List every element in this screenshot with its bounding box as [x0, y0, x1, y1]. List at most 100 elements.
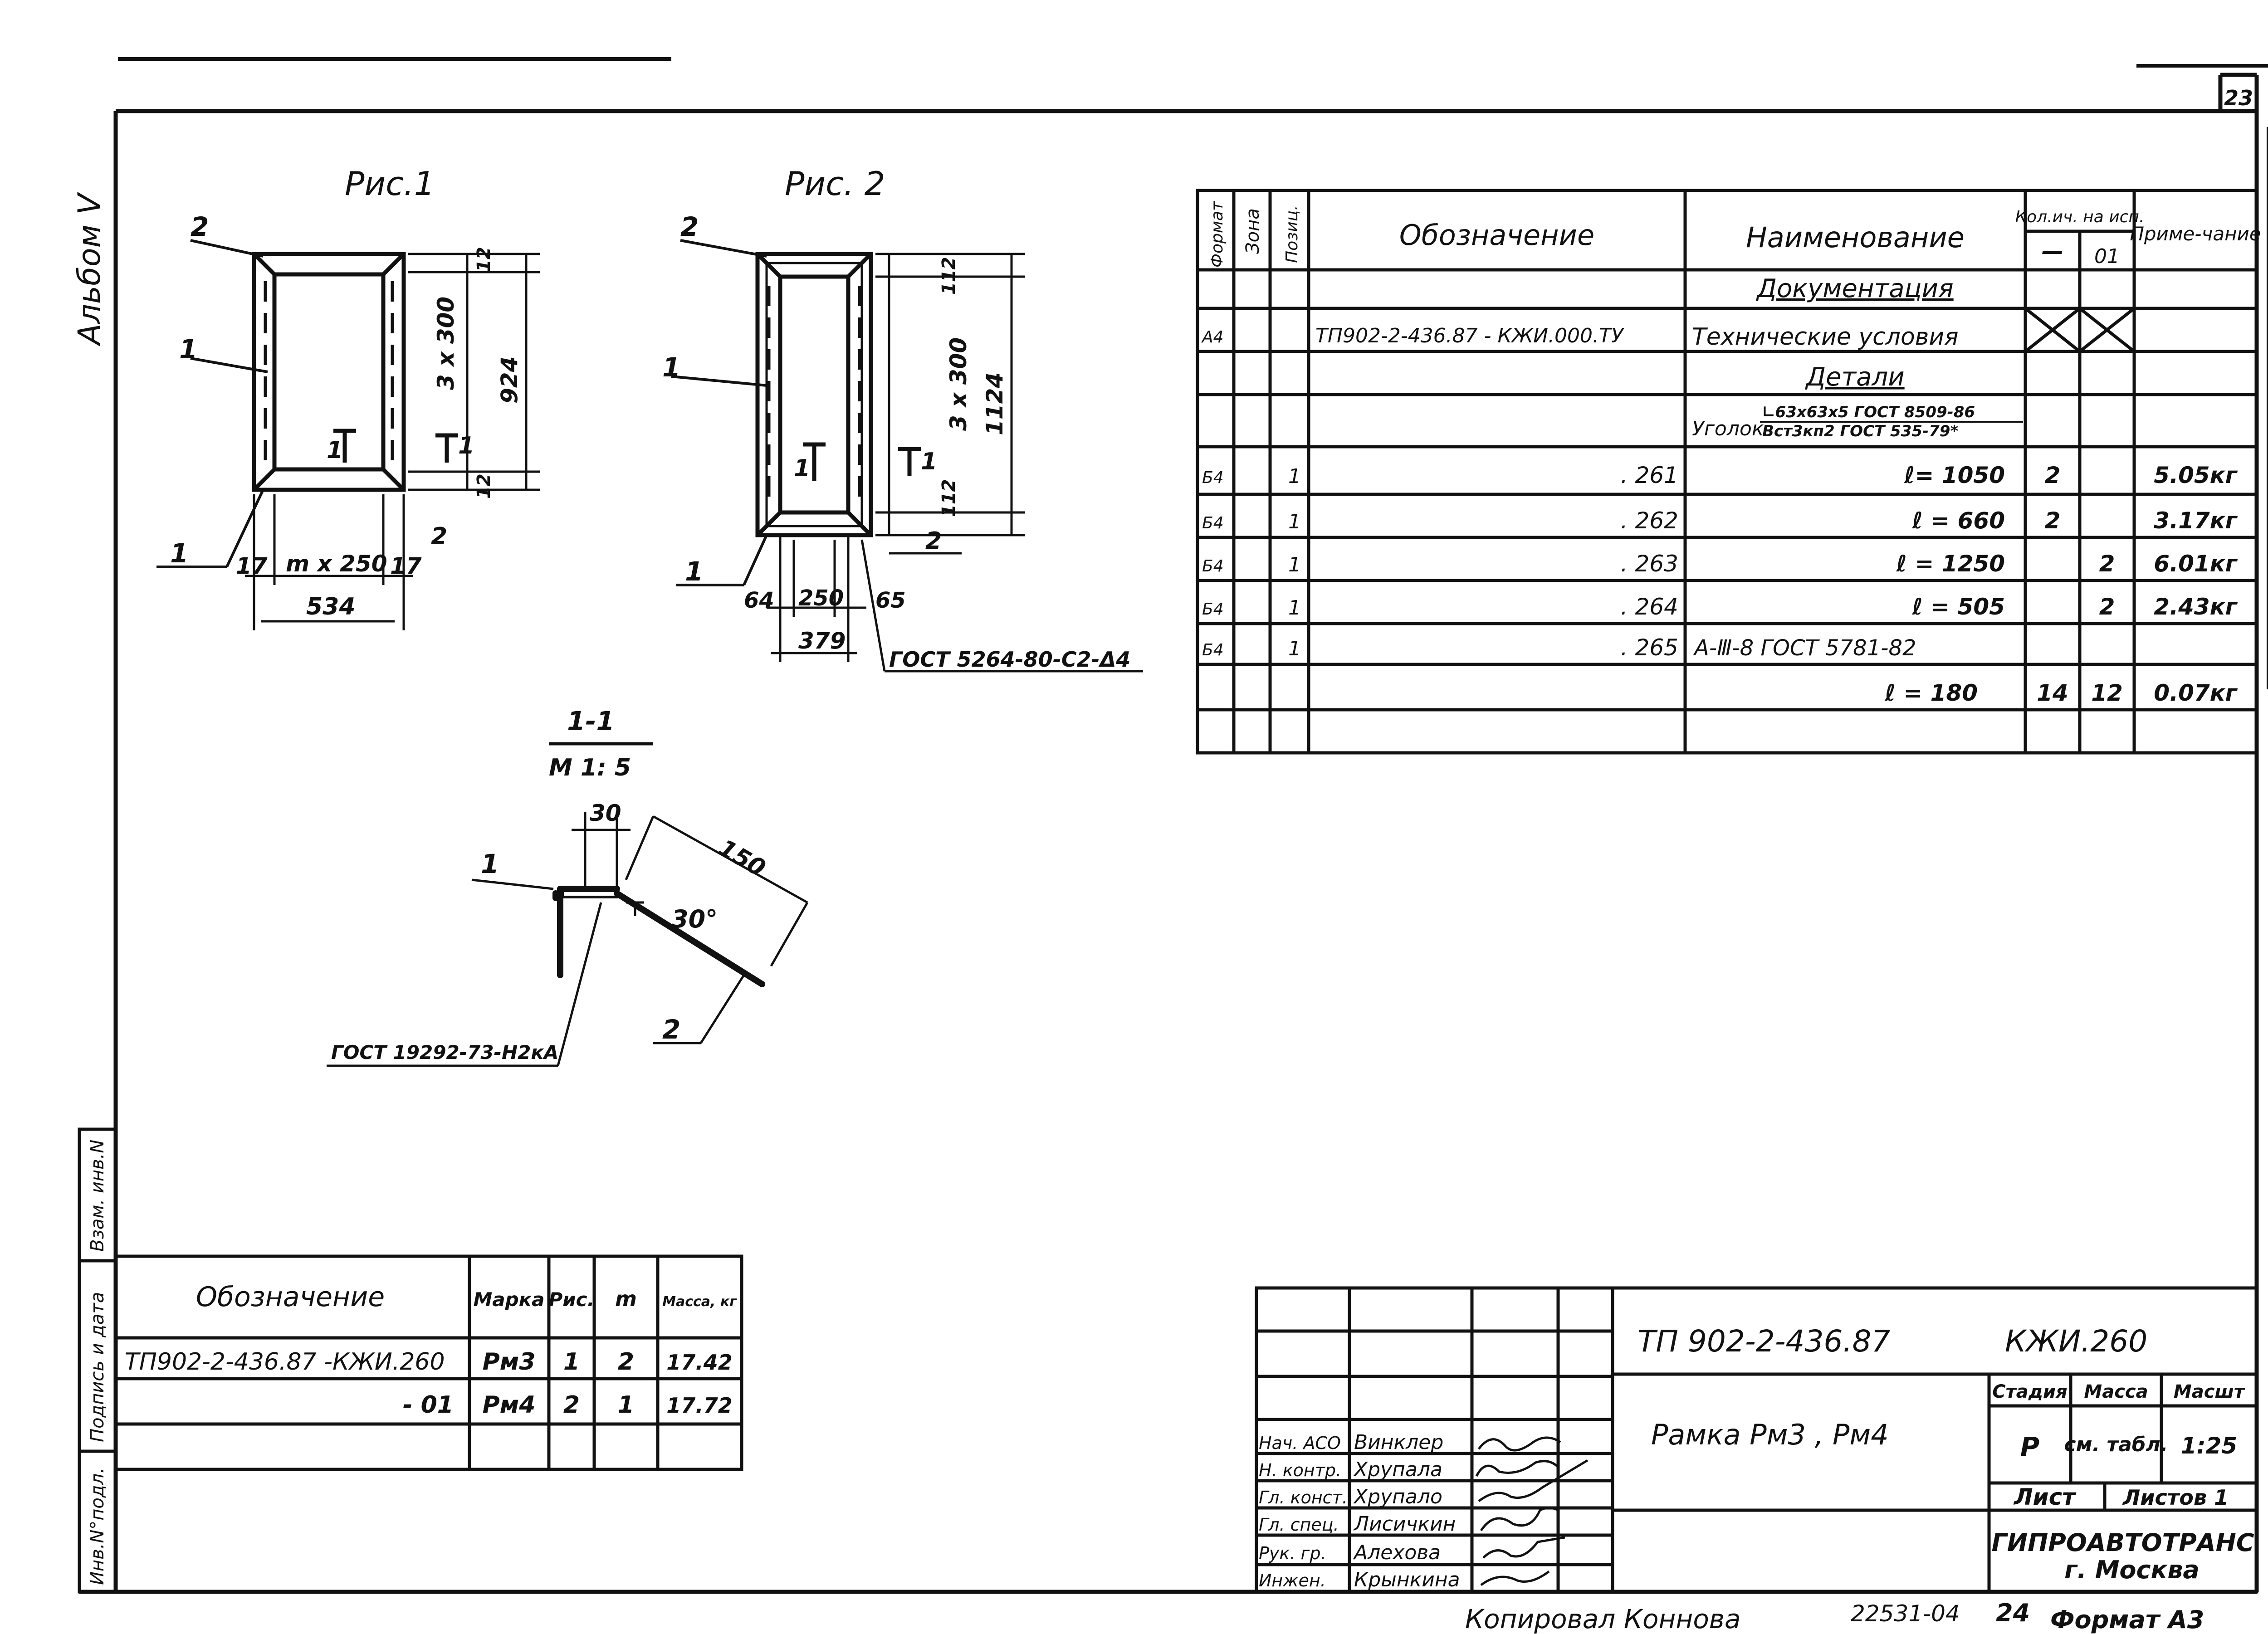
- spec-cell-note: 0.07кг: [2154, 680, 2238, 706]
- section-weld-note: ГОСТ 19292-73-Н2кА: [331, 1041, 558, 1063]
- fig1-label-2: 2: [191, 211, 209, 242]
- spec-cell-note: 3.17кг: [2154, 507, 2238, 534]
- spec-row: ℓ = 180 14 12 0.07кг: [1884, 680, 2238, 706]
- sheet-number: 23: [2224, 86, 2253, 110]
- spec-cell-name: ℓ = 180: [1884, 680, 1978, 706]
- title-person-row: Рук. гр. Алехова: [1259, 1541, 1441, 1564]
- fig2-label-1: 1: [662, 352, 680, 383]
- spec-cell-designation: . 265: [1621, 634, 1678, 661]
- footer-archive-page: 24: [1996, 1599, 2030, 1627]
- marks-h-fig: Рис.: [548, 1288, 594, 1311]
- spec-cell-designation: . 261: [1621, 462, 1678, 488]
- marks-cell-mass: 17.42: [666, 1350, 733, 1375]
- fig2-title: Рис. 2: [785, 165, 885, 203]
- section-angle: 30°: [671, 905, 718, 933]
- spec-row: Уголок ∟63x63x5 ГОСТ 8509-86 Вст3кп2 ГОС…: [1692, 403, 2023, 440]
- figure-1: Рис.1 1 1 2 1 1: [156, 165, 540, 630]
- spec-h-qty: Кол.ич. на исп.: [2015, 208, 2145, 226]
- spec-cell-name: Уголок: [1692, 417, 1764, 440]
- spec-section-docs: Документация: [1755, 274, 1953, 303]
- fig2-dim-width: 379: [798, 628, 846, 654]
- person-role: Н. контр.: [1259, 1460, 1341, 1480]
- footer-archive: 22531-04: [1851, 1600, 1960, 1627]
- spec-cell-pos: 1: [1288, 510, 1301, 533]
- spec-cell-format: Б4: [1202, 641, 1224, 659]
- spec-cell-designation: . 264: [1621, 594, 1678, 620]
- spec-cell-profile: ∟63x63x5 ГОСТ 8509-86: [1762, 403, 1975, 421]
- spec-cell-qty-b: 2: [2099, 551, 2115, 577]
- title-org: ГИПРОАВТОТРАНС: [1992, 1528, 2254, 1557]
- fig2-sec-label-1: 1: [794, 455, 810, 482]
- fig1-label-1: 1: [179, 334, 197, 365]
- figure-2: Рис. 2 1 1 2 1 1: [662, 165, 1143, 673]
- marks-cell-des: ТП902-2-436.87 -КЖИ.260: [125, 1348, 445, 1375]
- spec-cell-pos: 1: [1288, 637, 1301, 660]
- fig1-sec-label-1: 1: [327, 437, 343, 464]
- marks-cell-mark: Рм4: [483, 1391, 536, 1419]
- spec-row: Б4 1 . 264 ℓ = 505 2 2.43кг: [1202, 594, 2238, 620]
- person-name: Лисичкин: [1353, 1512, 1456, 1536]
- person-role: Инжен.: [1259, 1571, 1326, 1590]
- table-row: ТП902-2-436.87 -КЖИ.260 Рм3 1 2 17.42: [125, 1348, 733, 1375]
- marks-table: [114, 1254, 743, 1471]
- person-role: Гл. спец.: [1259, 1515, 1339, 1535]
- fig2-dim-height: 1124: [982, 372, 1008, 435]
- marks-cell-des: - 01: [403, 1391, 454, 1419]
- fig2-label-1b: 1: [685, 556, 703, 587]
- footer-copied-by: Копировал Коннова: [1465, 1604, 1741, 1634]
- fig2-dim-w2: 65: [875, 588, 906, 613]
- spec-row: А4 ТП902-2-436.87 - КЖИ.000.ТУ Техническ…: [1201, 323, 1959, 351]
- title-city: г. Москва: [2064, 1556, 2200, 1584]
- spec-section-details: Детали: [1804, 362, 1904, 392]
- spec-cell-format: Б4: [1202, 514, 1224, 532]
- spec-cell-name: ℓ = 505: [1911, 594, 2005, 620]
- title-person-row: Нач. АСО Винклер: [1259, 1431, 1443, 1454]
- marks-h-mark: Марка: [473, 1288, 544, 1311]
- fig2-dim-w1: 64: [744, 588, 774, 613]
- marks-h-mass: Масса, кг: [662, 1294, 737, 1310]
- spec-h-designation: Обозначение: [1399, 219, 1594, 252]
- fig2-dim-top: 112: [938, 257, 959, 295]
- fig1-cut-label: 2: [431, 523, 447, 550]
- marks-h-m: m: [615, 1287, 637, 1311]
- spec-cell-designation: . 262: [1621, 507, 1678, 534]
- footer-format: Формат А3: [2050, 1605, 2204, 1634]
- spec-table: [1196, 189, 2258, 755]
- title-code: ТП 902-2-436.87: [1637, 1324, 1890, 1359]
- spec-cell-name: Технические условия: [1692, 323, 1959, 351]
- fig1-dim-w2: 17: [390, 553, 422, 579]
- spec-cell-qty-a: 2: [2045, 507, 2061, 534]
- spec-cell-designation: . 263: [1621, 551, 1678, 577]
- spec-cell-note: 5.05кг: [2154, 462, 2238, 488]
- person-name: Хрупало: [1353, 1485, 1442, 1508]
- marks-cell-mark: Рм3: [483, 1348, 536, 1375]
- spec-row: Б4 1 . 265 А-Ⅲ-8 ГОСТ 5781-82: [1202, 634, 1916, 661]
- spec-cell-qty-a: 2: [2045, 462, 2061, 488]
- fig1-title: Рис.1: [345, 165, 435, 203]
- person-role: Нач. АСО: [1259, 1433, 1341, 1453]
- fig2-dim-rows: 3 x 300: [945, 337, 972, 431]
- title-person-row: Гл. спец. Лисичкин: [1259, 1512, 1456, 1536]
- spec-cell-format: Б4: [1202, 600, 1224, 619]
- marks-h-des: Обозначение: [196, 1281, 385, 1313]
- spec-cell-format: А4: [1201, 328, 1224, 346]
- stamp-cell-1: Взам. инв.N: [87, 1140, 108, 1252]
- spec-cell-pos: 1: [1288, 553, 1301, 576]
- spec-h-format: Формат: [1208, 201, 1227, 268]
- fig2-label-2: 2: [680, 211, 699, 242]
- section-label-2: 2: [662, 1014, 680, 1045]
- title-stage-h: Стадия: [1992, 1381, 2068, 1402]
- title-name: Рамка Рм3 , Рм4: [1651, 1418, 1889, 1451]
- title-scale-h: Масшт: [2174, 1381, 2246, 1402]
- section-dim-30: 30: [590, 800, 621, 826]
- fig2-dim-mid: 250: [798, 585, 844, 611]
- spec-h-name: Наименование: [1746, 221, 1965, 254]
- fig2-cut-label: 2: [925, 527, 942, 555]
- spec-h-note: Приме-чание: [2130, 223, 2261, 245]
- spec-row: Документация: [1755, 274, 1953, 303]
- person-name: Крынкина: [1354, 1568, 1460, 1591]
- spec-cell-name: ℓ= 1050: [1904, 462, 2005, 488]
- marks-cell-fig: 2: [563, 1391, 580, 1419]
- fig2-sec-label-2: 1: [921, 448, 937, 475]
